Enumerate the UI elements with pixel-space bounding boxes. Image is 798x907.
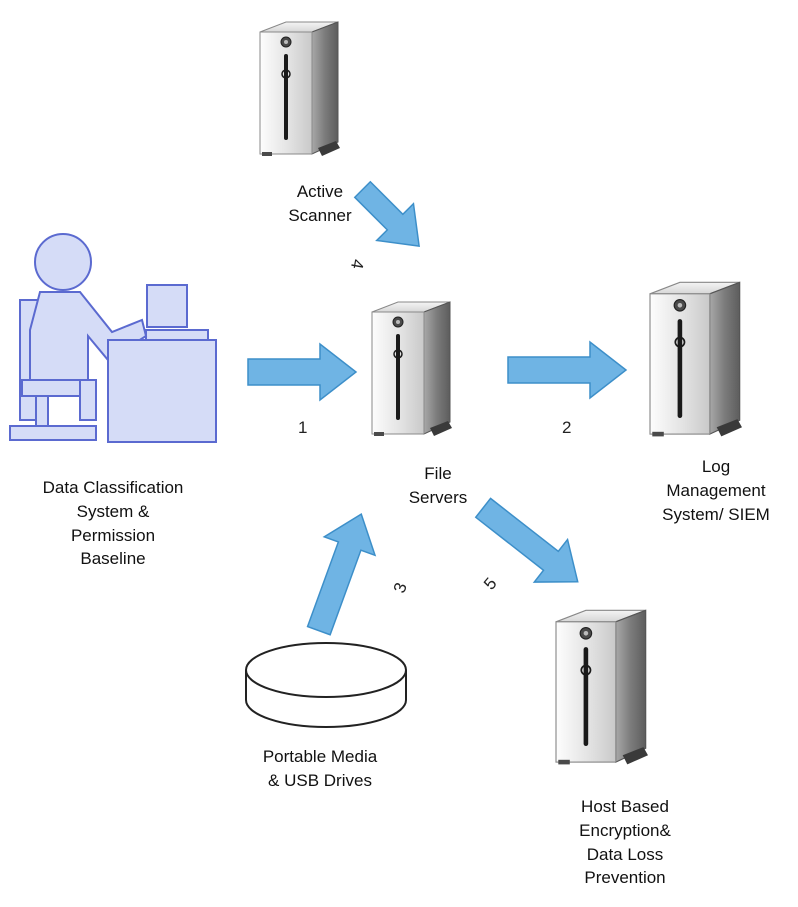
- flow-number-1: 1: [298, 418, 308, 437]
- flow-number-2: 2: [562, 418, 572, 437]
- arrow-2: [507, 340, 628, 400]
- arrow-1: [247, 342, 358, 402]
- file-servers-label: File Servers: [408, 464, 468, 507]
- file-servers-server-icon: [371, 301, 453, 437]
- person-at-computer-icon: [9, 233, 217, 443]
- arrow-3: [306, 512, 377, 636]
- arrow-5: [474, 497, 579, 583]
- active-scanner-server-icon: [259, 21, 341, 157]
- active-scanner-label: Active Scanner: [288, 182, 352, 225]
- host-based-label: Host Based Encryption& Data Loss Prevent…: [579, 797, 671, 888]
- portable-media-label: Portable Media & USB Drives: [262, 747, 378, 790]
- host-based-server-icon: [555, 609, 649, 766]
- arrow-4: [353, 180, 420, 247]
- log-management-server-icon: [649, 281, 743, 438]
- disk-cylinder-icon: [245, 642, 407, 728]
- data-classification-label: Data Classification System & Permission …: [42, 478, 184, 569]
- log-management-label: Log Management System/ SIEM: [662, 457, 770, 524]
